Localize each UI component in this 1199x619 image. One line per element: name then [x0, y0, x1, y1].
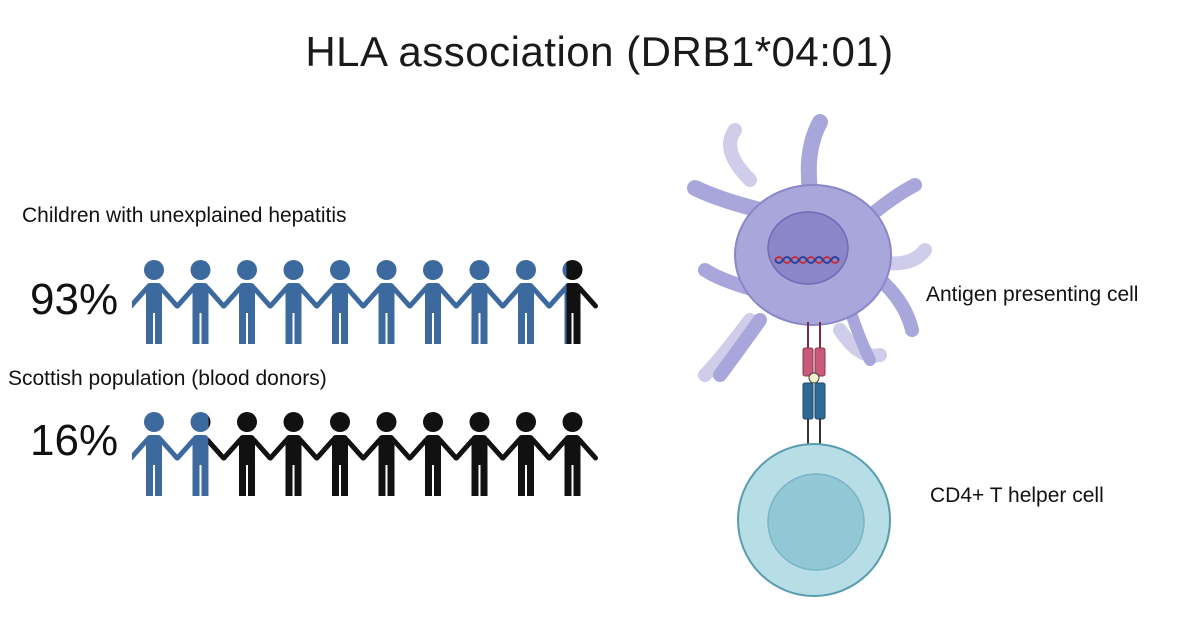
person-icon [268, 260, 319, 344]
person-icon [221, 412, 273, 496]
apc-label: Antigen presenting cell [926, 283, 1139, 306]
person-icon [361, 412, 412, 496]
person-icon [175, 412, 209, 496]
people-row-hepatitis [132, 260, 598, 344]
person-icon [314, 412, 366, 496]
person-icon [547, 412, 598, 496]
person-icon [500, 260, 552, 344]
cell-interaction-diagram [687, 114, 932, 597]
people-row-blood-donors [132, 412, 598, 496]
person-icon [132, 260, 180, 344]
person-icon [454, 260, 505, 344]
person-icon [221, 260, 273, 344]
t-helper-cell [737, 443, 891, 597]
apc-cell [687, 114, 932, 382]
person-icon [314, 260, 366, 344]
group-label-blood-donors: Scottish population (blood donors) [8, 367, 327, 390]
page-title: HLA association (DRB1*04:01) [305, 28, 894, 75]
tcell-label: CD4+ T helper cell [930, 484, 1104, 507]
person-icon [566, 260, 598, 344]
percent-hepatitis: 93% [30, 275, 119, 324]
person-icon [268, 412, 319, 496]
person-icon [361, 260, 412, 344]
person-icon [407, 260, 459, 344]
person-icon [500, 412, 552, 496]
person-icon [547, 262, 567, 344]
person-icon [407, 412, 459, 496]
person-icon [208, 415, 226, 496]
person-icon [175, 260, 226, 344]
percent-blood-donors: 16% [30, 416, 119, 465]
person-icon [132, 412, 180, 496]
person-icon [454, 412, 505, 496]
group-label-hepatitis: Children with unexplained hepatitis [22, 204, 347, 227]
mhc-tcr-complex [802, 322, 826, 450]
